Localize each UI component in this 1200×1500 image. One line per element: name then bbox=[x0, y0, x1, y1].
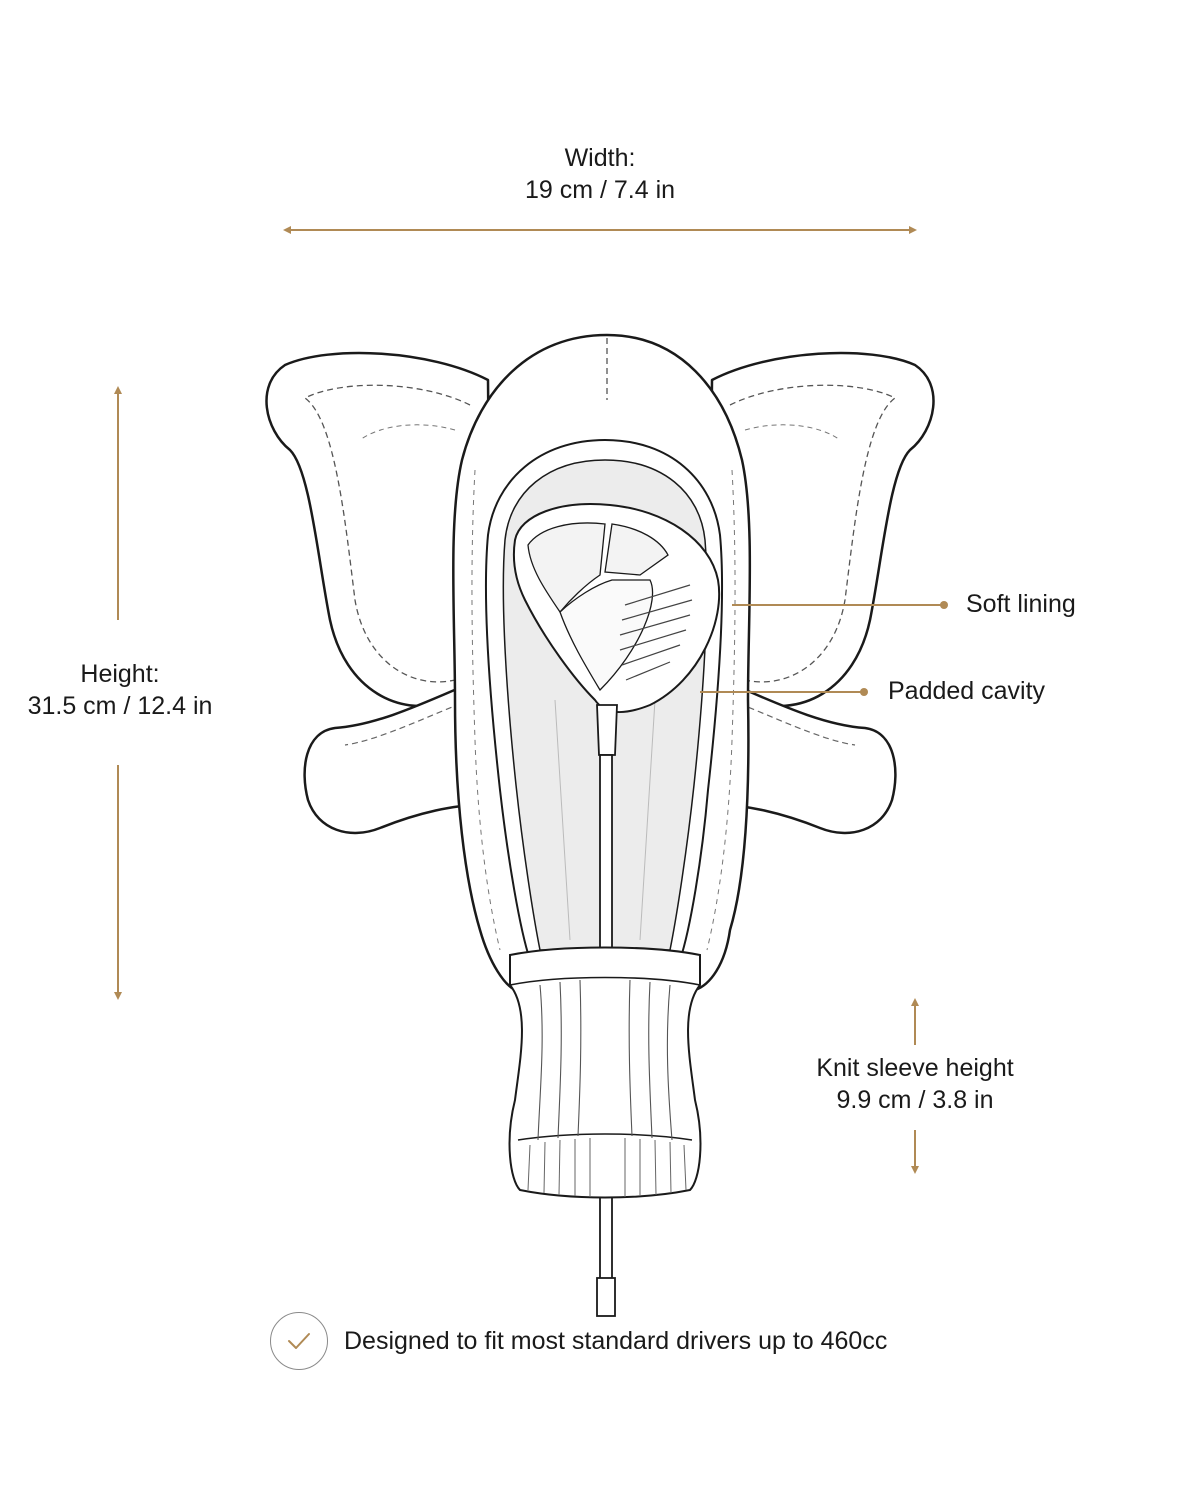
height-title: Height: bbox=[80, 660, 160, 688]
sleeve-height-label: Knit sleeve height 9.9 cm / 3.8 in bbox=[790, 1052, 1040, 1116]
sleeve-height-value: 9.9 cm / 3.8 in bbox=[836, 1086, 994, 1114]
callout-lining-leader bbox=[732, 601, 948, 609]
sleeve-ribs bbox=[537, 979, 673, 1141]
cuff-ribs bbox=[527, 1138, 687, 1197]
fit-note-text: Designed to fit most standard drivers up… bbox=[344, 1326, 888, 1355]
width-value: 19 cm / 7.4 in bbox=[524, 176, 676, 204]
left-arm bbox=[303, 678, 482, 835]
padded-cavity-label: Padded cavity bbox=[888, 677, 1046, 705]
check-icon bbox=[270, 1312, 328, 1370]
soft-lining-label: Soft lining bbox=[966, 590, 1076, 618]
fit-note: Designed to fit most standard drivers up… bbox=[270, 1312, 887, 1370]
width-title: Width: bbox=[564, 144, 636, 172]
driver-face-grooves bbox=[619, 584, 693, 681]
driver-head bbox=[512, 503, 721, 713]
height-value: 31.5 cm / 12.4 in bbox=[27, 692, 213, 720]
width-label: Width: 19 cm / 7.4 in bbox=[500, 142, 700, 206]
height-label: Height: 31.5 cm / 12.4 in bbox=[0, 658, 240, 722]
knit-sleeve bbox=[508, 946, 702, 1199]
sleeve-height-title: Knit sleeve height bbox=[816, 1054, 1014, 1082]
callout-cavity-leader bbox=[700, 688, 868, 696]
